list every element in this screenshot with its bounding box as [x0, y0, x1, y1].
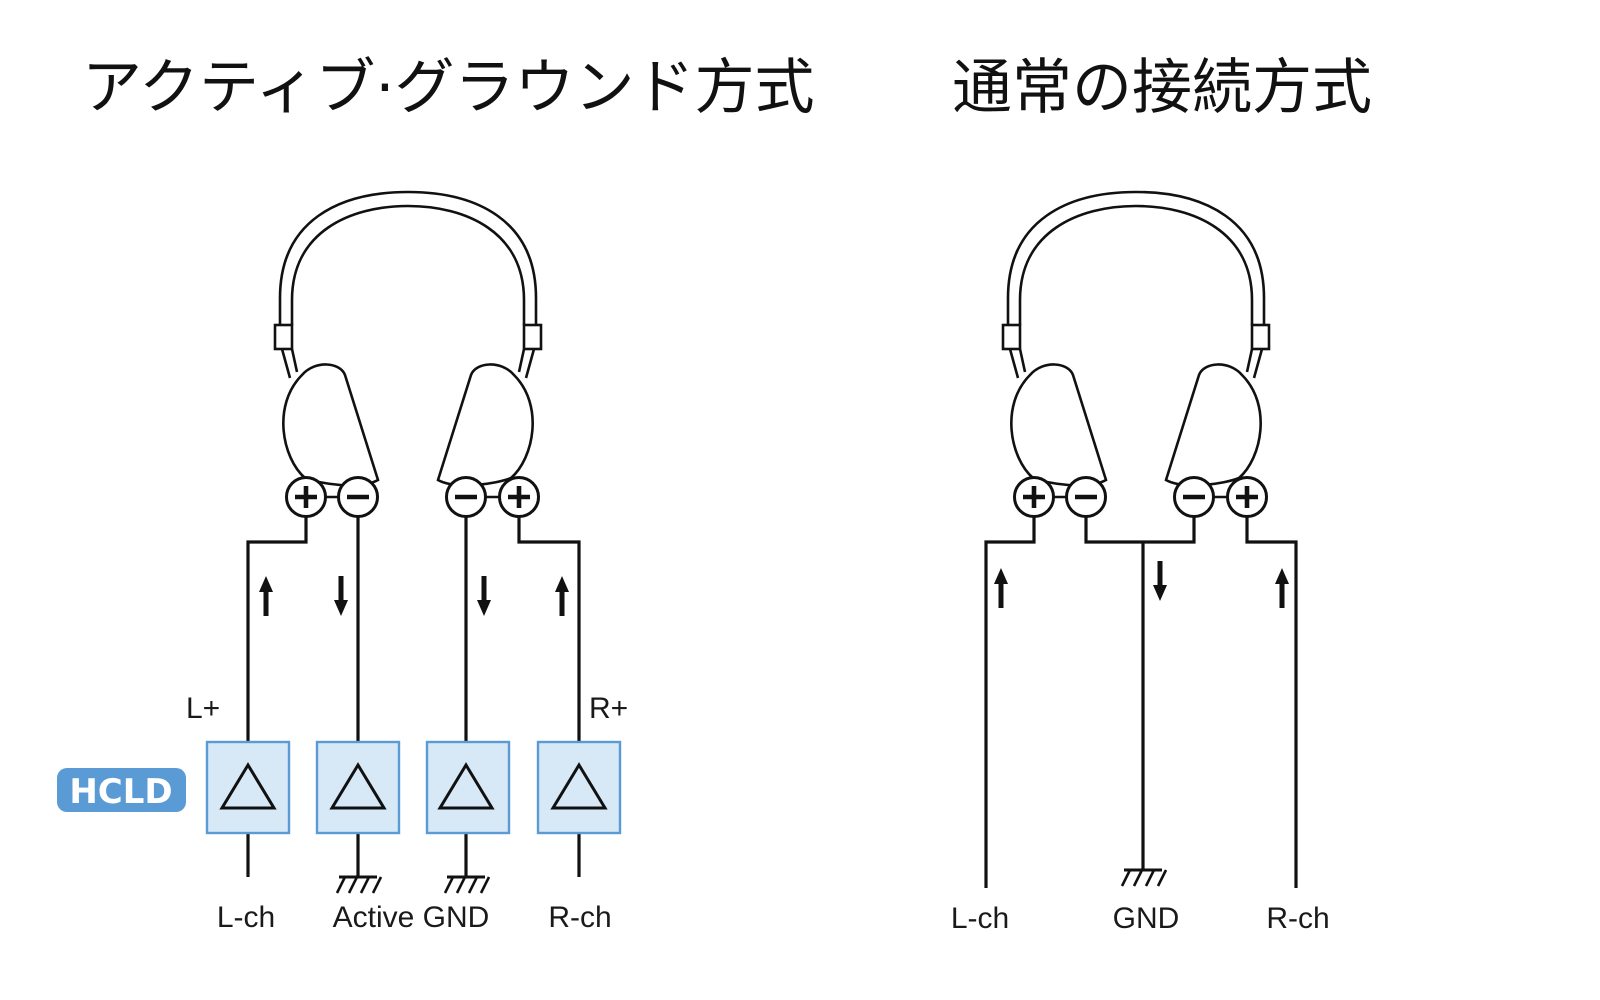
active-gnd-label: Active GND — [333, 901, 490, 934]
headphone-right-diagram — [1003, 192, 1269, 517]
current-arrow-down-icon — [1153, 561, 1167, 601]
amplifier-triangle-icon — [550, 762, 608, 810]
amplifier-triangle-icon — [437, 762, 495, 810]
headphone-left-diagram — [275, 192, 541, 517]
normal-connection-title: 通常の接続方式 — [952, 53, 1372, 123]
ground-symbol-icon — [443, 875, 491, 895]
hcld-badge: HCLD — [57, 768, 186, 812]
amplifier-block-active-gnd-2 — [425, 740, 511, 835]
normal-connection-diagram: L-ch GND R-ch — [951, 192, 1330, 935]
active-ground-diagram: HCLD L+ R+ L-ch Active GND R-ch — [57, 192, 628, 934]
r-ch-label: R-ch — [548, 901, 611, 934]
left-wires — [246, 516, 581, 877]
ground-symbol-icon — [1120, 868, 1168, 888]
current-arrow-down-icon — [334, 576, 348, 616]
current-arrow-down-icon — [477, 576, 491, 616]
current-arrow-up-icon — [1275, 568, 1289, 608]
l-ch-label: L-ch — [217, 901, 275, 934]
current-arrow-up-icon — [994, 568, 1008, 608]
right-wires — [984, 516, 1298, 888]
ground-symbol-icon — [335, 875, 383, 895]
active-ground-title: アクティブ·グラウンド方式 — [82, 53, 815, 123]
hcld-badge-label: HCLD — [69, 772, 172, 812]
amplifier-block-l — [205, 740, 291, 835]
amplifier-block-r — [536, 740, 622, 835]
r-ch-label: R-ch — [1266, 902, 1329, 935]
current-arrow-up-icon — [259, 576, 273, 616]
amplifier-block-active-gnd-1 — [315, 740, 401, 835]
l-plus-label: L+ — [186, 692, 220, 725]
l-ch-label: L-ch — [951, 902, 1009, 935]
r-plus-label: R+ — [589, 692, 628, 725]
amplifier-triangle-icon — [329, 762, 387, 810]
gnd-label: GND — [1113, 902, 1180, 935]
current-arrow-up-icon — [555, 576, 569, 616]
amplifier-triangle-icon — [219, 762, 277, 810]
